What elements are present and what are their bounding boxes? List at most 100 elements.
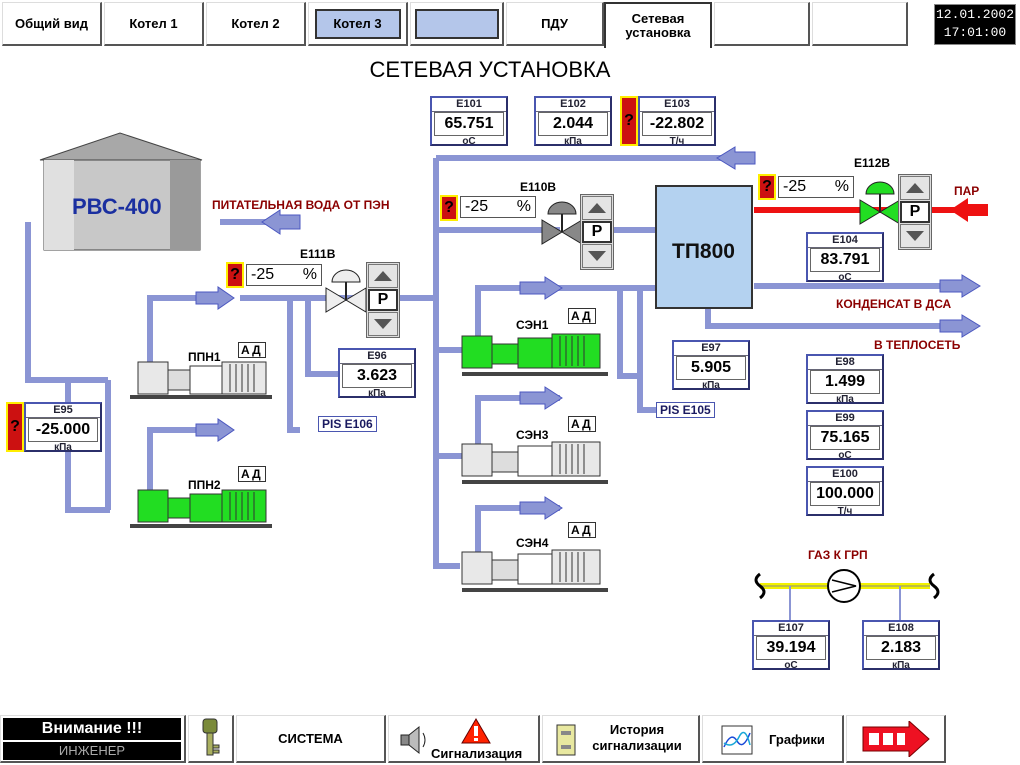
alarm-e111b[interactable]: ? — [226, 262, 244, 288]
triangle-up-icon — [374, 271, 392, 281]
tab-boiler-2[interactable]: Котел 2 — [206, 2, 306, 46]
datetime-display: 12.01.2002 17:01:00 — [934, 4, 1016, 45]
sensor-e98-unit: кПа — [836, 394, 854, 405]
triangle-up-icon — [588, 203, 606, 213]
alarm-e110b[interactable]: ? — [440, 195, 458, 221]
valve-e110b-name: Е110В — [520, 180, 557, 194]
valve-e112b-mode-button[interactable]: P — [900, 201, 930, 223]
sensor-e101-name: E101 — [432, 98, 506, 112]
pump-ppn2-mode-button[interactable]: АД — [238, 466, 266, 482]
sensor-e95-unit: кПа — [54, 442, 72, 453]
alarm-e95[interactable]: ? — [6, 402, 24, 452]
valve-e110b-mode-button[interactable]: P — [582, 221, 612, 243]
tab-empty-1[interactable] — [410, 2, 504, 46]
sensor-e95-value: -25.000 — [28, 418, 98, 442]
tab-pdu[interactable]: ПДУ — [506, 2, 604, 46]
alarm-history-button[interactable]: История сигнализации — [542, 715, 700, 763]
pump-sen3-mode-button[interactable]: АД — [568, 416, 596, 432]
sensor-e108-value: 2.183 — [866, 636, 936, 660]
pis-e106[interactable]: PIS E106 — [318, 416, 377, 432]
tab-boiler-3[interactable]: Котел 3 — [308, 2, 408, 46]
pump-ppn1-mode-button[interactable]: АД — [238, 342, 266, 358]
valve-e112b-control: P — [898, 174, 932, 250]
attention-text: Внимание !!! — [3, 718, 181, 740]
valve-e112b-up-button[interactable] — [900, 176, 930, 200]
alarms-button[interactable]: Сигнализация — [388, 715, 540, 763]
system-button[interactable]: СИСТЕМА — [236, 715, 386, 763]
valve-e110b-value: -25 — [465, 198, 489, 215]
tab-boiler-1-label: Котел 1 — [129, 15, 178, 31]
alarm-e103[interactable]: ? — [620, 96, 638, 146]
steam-label: ПАР — [954, 184, 980, 198]
sensor-e104-unit: оС — [838, 272, 852, 283]
valve-e112b-name: Е112В — [854, 156, 891, 170]
sensor-e100-value: 100.000 — [810, 482, 880, 506]
alarm-e112b[interactable]: ? — [758, 174, 776, 200]
valve-e111b-setpoint[interactable]: -25% — [246, 264, 322, 286]
exchanger-label: ТП800 — [672, 240, 735, 263]
tab-pdu-label: ПДУ — [541, 15, 568, 31]
valve-e110b-setpoint[interactable]: -25% — [460, 196, 536, 218]
system-label: СИСТЕМА — [278, 731, 343, 746]
sensor-e101-value: 65.751 — [434, 112, 504, 136]
tab-empty-2[interactable] — [714, 2, 810, 46]
pis-e105[interactable]: PIS E105 — [656, 402, 715, 418]
sensor-e104-name: E104 — [808, 234, 882, 248]
valve-e111b-up-button[interactable] — [368, 264, 398, 288]
sensor-e103-name: E103 — [640, 98, 714, 112]
top-tab-bar: Общий вид Котел 1 Котел 2 Котел 3 ПДУ Се… — [0, 0, 1020, 48]
key-icon — [202, 718, 220, 756]
pump-sen4-mode-button[interactable]: АД — [568, 522, 596, 538]
sensor-e100-unit: Т/ч — [837, 506, 853, 517]
tab-boiler-3-label: Котел 3 — [333, 15, 382, 31]
pump-ppn1-graphic — [130, 361, 272, 399]
key-button[interactable] — [188, 715, 234, 763]
heat-exchanger-tp800 — [655, 185, 753, 309]
water-pipes — [25, 155, 960, 569]
valve-e111b-mode-button[interactable]: P — [368, 289, 398, 311]
tab-overview[interactable]: Общий вид — [2, 2, 102, 46]
valve-e110b — [541, 201, 583, 245]
tab-boiler-1[interactable]: Котел 1 — [104, 2, 204, 46]
attention-panel[interactable]: Внимание !!! ИНЖЕНЕР — [0, 715, 186, 763]
pump-sen1-mode-button[interactable]: АД — [568, 308, 596, 324]
exit-button[interactable] — [846, 715, 946, 763]
valve-e111b-value: -25 — [251, 266, 275, 283]
graphs-button[interactable]: Графики — [702, 715, 844, 763]
tab-empty-3[interactable] — [812, 2, 908, 46]
valve-e112b-setpoint[interactable]: -25% — [778, 176, 854, 198]
valve-e110b-up-button[interactable] — [582, 196, 612, 220]
sensor-e103-unit: Т/ч — [669, 136, 685, 147]
sensor-e101-unit: оС — [462, 136, 476, 147]
sensor-e99-value: 75.165 — [810, 426, 880, 450]
condensate-label: КОНДЕНСАТ В ДСА — [836, 297, 952, 311]
page-title: СЕТЕВАЯ УСТАНОВКА — [369, 57, 611, 82]
valve-e112b-down-button[interactable] — [900, 224, 930, 248]
pump-sen4-name: СЭН4 — [516, 536, 549, 550]
feedwater-label: ПИТАТЕЛЬНАЯ ВОДА ОТ ПЭН — [212, 198, 390, 212]
valve-e110b-down-button[interactable] — [582, 244, 612, 268]
file-cabinet-icon — [556, 724, 576, 756]
date-text: 12.01.2002 — [935, 7, 1014, 22]
pump-sen3-name: СЭН3 — [516, 428, 549, 442]
triangle-down-icon — [906, 231, 924, 241]
sensor-e99-name: E99 — [808, 412, 882, 426]
valve-e111b-down-button[interactable] — [368, 312, 398, 336]
tab-network-unit[interactable]: Сетевая установка — [604, 2, 712, 48]
sensor-e108-unit: кПа — [892, 660, 910, 671]
sensor-e102-value: 2.044 — [538, 112, 608, 136]
alarm-history-label: История сигнализации — [592, 722, 682, 753]
